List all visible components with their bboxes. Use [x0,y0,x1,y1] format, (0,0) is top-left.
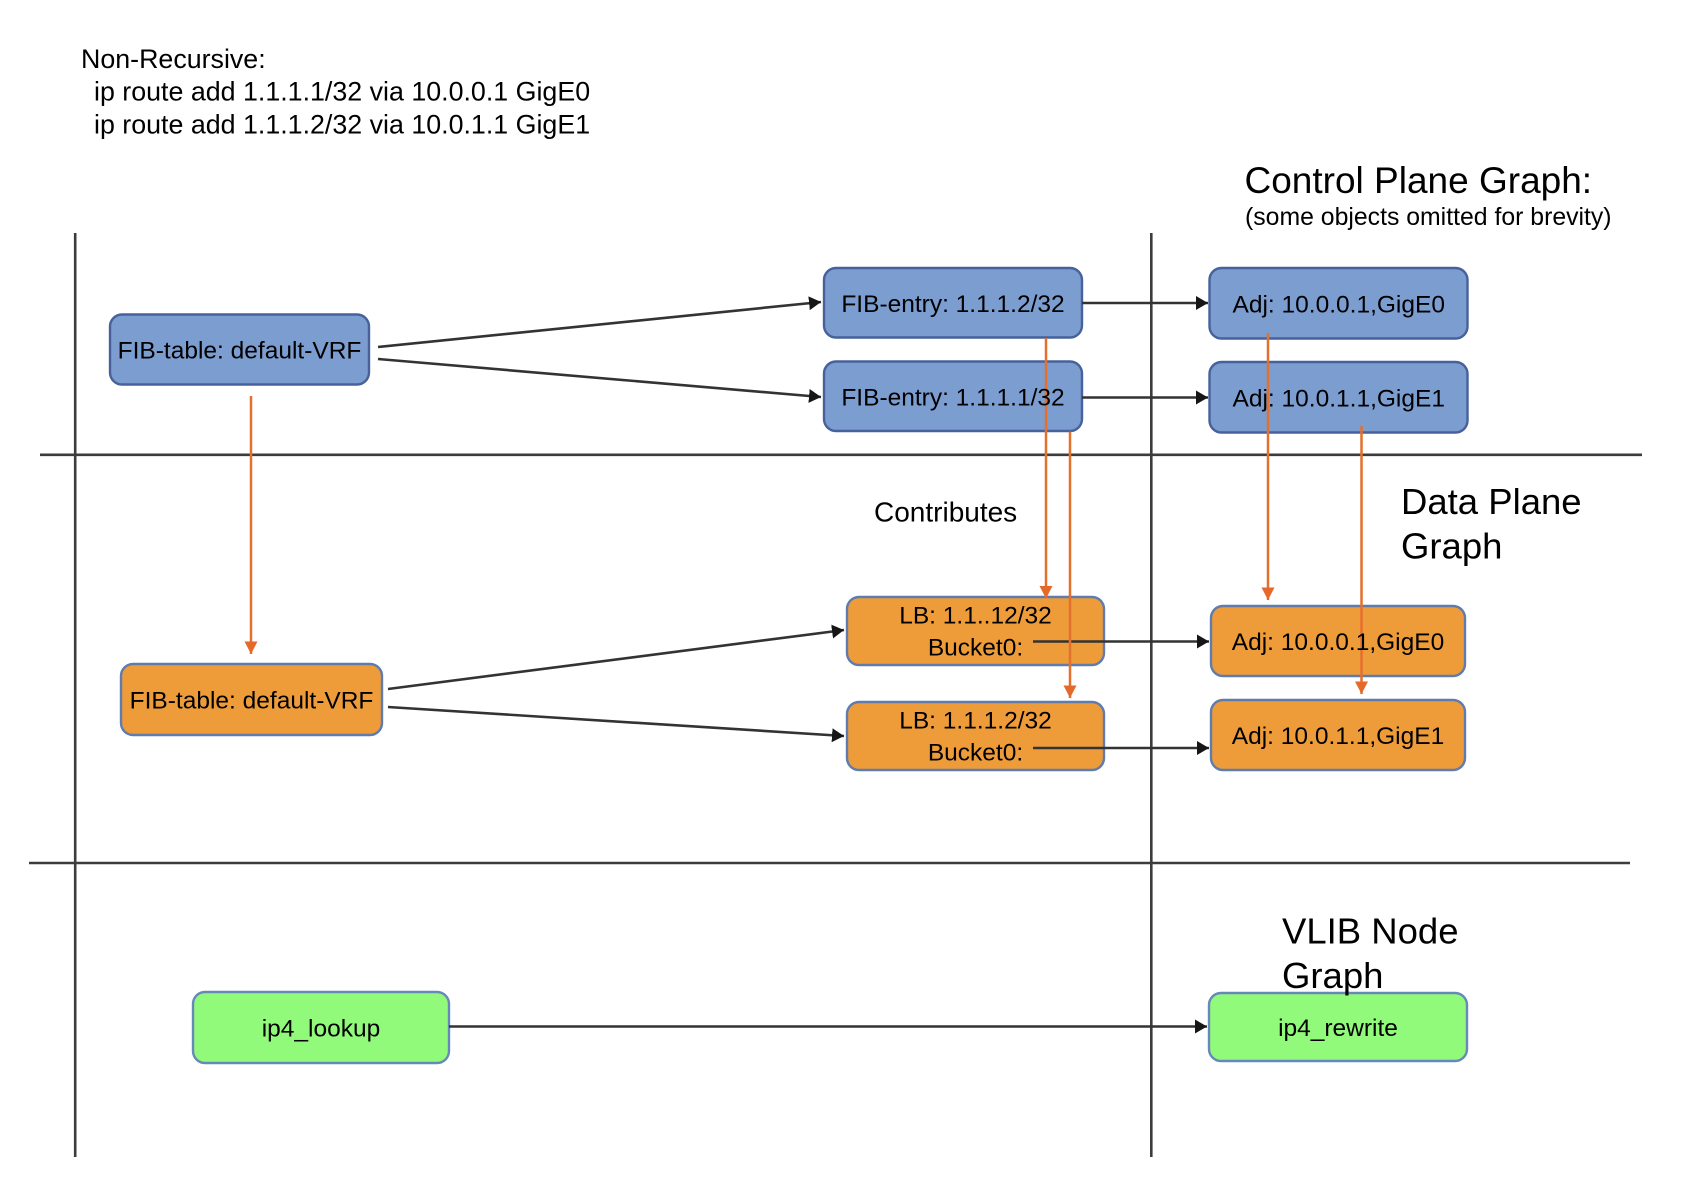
svg-text:Adj: 10.0.1.1,GigE1: Adj: 10.0.1.1,GigE1 [1233,386,1445,413]
svg-text:ip route add 1.1.1.1/32 via 10: ip route add 1.1.1.1/32 via 10.0.0.1 Gig… [94,77,590,107]
svg-text:Graph: Graph [1282,955,1383,996]
svg-text:Adj: 10.0.1.1,GigE1: Adj: 10.0.1.1,GigE1 [1232,723,1444,750]
svg-text:ip4_lookup: ip4_lookup [262,1016,381,1043]
svg-text:Contributes: Contributes [874,497,1017,528]
svg-text:FIB-entry: 1.1.1.2/32: FIB-entry: 1.1.1.2/32 [841,291,1064,318]
svg-text:Control Plane Graph:: Control Plane Graph: [1245,160,1593,201]
svg-text:LB: 1.1.1.2/32: LB: 1.1.1.2/32 [899,708,1052,735]
svg-text:Data Plane: Data Plane [1401,481,1582,522]
svg-text:ip4_rewrite: ip4_rewrite [1278,1015,1398,1042]
svg-text:LB: 1.1..12/32: LB: 1.1..12/32 [899,603,1052,630]
svg-text:ip route add 1.1.1.2/32 via 10: ip route add 1.1.1.2/32 via 10.0.1.1 Gig… [94,109,590,139]
svg-text:FIB-table: default-VRF: FIB-table: default-VRF [130,688,374,715]
svg-text:(some objects omitted for brev: (some objects omitted for brevity) [1245,204,1612,231]
svg-text:FIB-entry: 1.1.1.1/32: FIB-entry: 1.1.1.1/32 [841,385,1064,412]
svg-text:Adj: 10.0.0.1,GigE0: Adj: 10.0.0.1,GigE0 [1233,292,1445,319]
svg-text:Bucket0:: Bucket0: [928,635,1023,662]
svg-text:Non-Recursive:: Non-Recursive: [81,44,266,74]
svg-text:FIB-table: default-VRF: FIB-table: default-VRF [118,338,362,365]
svg-text:Adj: 10.0.0.1,GigE0: Adj: 10.0.0.1,GigE0 [1232,629,1444,656]
svg-text:VLIB Node: VLIB Node [1282,911,1459,952]
svg-text:Graph: Graph [1401,526,1502,567]
svg-text:Bucket0:: Bucket0: [928,740,1023,767]
